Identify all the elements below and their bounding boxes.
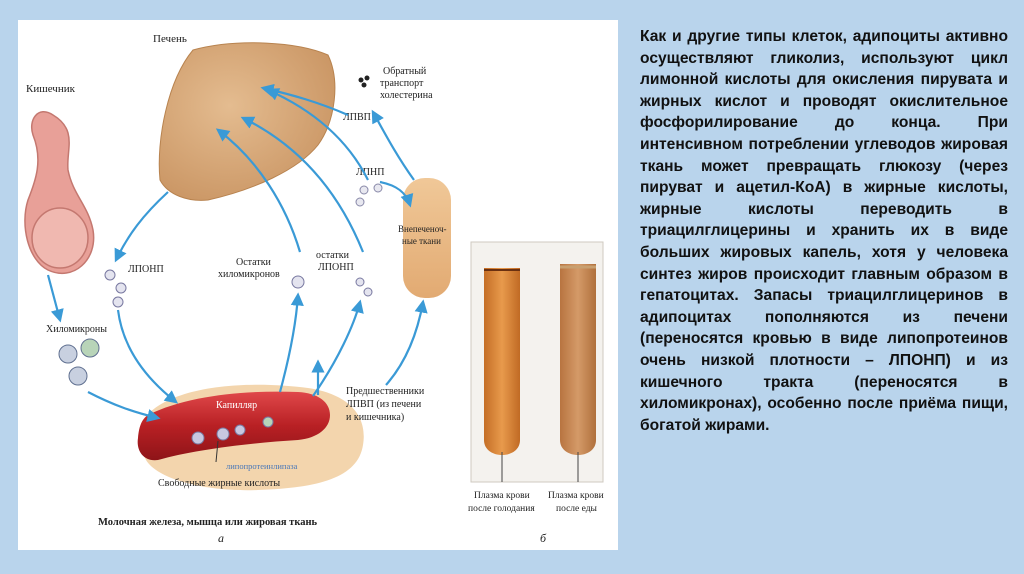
hdl-precursors-label-1: Предшественники [346,386,425,397]
lipase-label: липопротеинлипаза [226,461,298,471]
vldl-particle [104,269,116,281]
panel-b-label: б [540,531,547,545]
tube-fed-caption-2: после еды [556,504,598,514]
ldl-label: ЛПНП [356,167,384,178]
capillary-particle [234,424,246,436]
tube-fasting-caption-1: Плазма крови [474,491,530,501]
reverse-transport-label-2: транспорт [380,78,424,89]
arrow-ldl-to-extrahepatic [379,180,414,208]
reverse-transport-label-3: холестерина [380,90,433,101]
extrahepatic-label-2: ные ткани [402,236,441,246]
remnant-particle [291,275,305,289]
intestine-label: Кишечник [26,83,76,95]
tissue-caption: Молочная железа, мышца или жировая ткань [98,517,318,528]
arrow-intestine-to-chylomicrons [46,274,64,323]
ldl-particle [359,185,369,195]
capillary-particle [216,427,230,441]
arrow-capillary-to-remnants [278,292,304,393]
tube-fasting [484,268,520,455]
chylomicrons-label: Хиломикроны [46,324,107,335]
chylomicron-particle [80,338,100,358]
tube-fed [560,264,596,455]
arrow-hdl-to-liver [260,83,349,117]
arrow-extrahepatic-to-hdl [371,109,415,181]
liver-label: Печень [153,33,187,45]
vldl-particle [112,296,124,308]
reverse-transport-label-1: Обратный [383,66,427,77]
free-fatty-acids-label: Свободные жирные кислоты [158,478,280,489]
ldl-particle [355,197,365,207]
extrahepatic-label-1: Внепеченоч- [398,224,447,234]
ldl-particle [373,183,383,193]
hdl-precursors-label-2: ЛПВП (из печени [346,399,422,410]
description-text: Как и другие типы клеток, адипоциты акти… [640,28,1008,434]
arrow-idl-to-liver [240,116,365,253]
panel-a-label: а [218,531,224,545]
hdl-particle [361,82,367,88]
capillary-particle [191,431,205,445]
arrow-chylomicrons-to-capillary [87,391,161,422]
vldl-particle [115,282,127,294]
liver-shape [158,42,336,201]
figure-panel: Печень Кишечник Обратный транспорт холес… [18,20,618,550]
lipase-pointer [215,440,219,463]
tube-fed-caption-1: Плазма крови [548,491,604,501]
remnants-label-2: хиломикронов [218,269,280,280]
intestine-lumen [31,207,89,269]
hdl-particle [358,77,364,83]
hdl-label: ЛПВП [343,112,371,123]
idl-label-1: остатки [316,250,350,261]
arrow-capillary-to-idl [312,299,364,397]
idl-particle [355,277,365,287]
arrow-remnants-to-liver [215,128,302,253]
capillary-particle [262,416,274,428]
hdl-precursors-label-3: и кишечника) [346,412,404,423]
capillary-label: Капилляр [216,400,257,411]
tube-fasting-caption-2: после голодания [468,504,535,514]
arrow-ldl-to-liver [265,88,369,181]
vldl-label: ЛПОНП [128,264,164,275]
arrow-liver-to-vldl [114,191,169,263]
remnants-label-1: Остатки [236,257,272,268]
chylomicron-particle [58,344,78,364]
idl-label-2: ЛПОНП [318,262,354,273]
arrow-hdl-precursors-to-extrahepatic [385,299,428,386]
hdl-particle [364,75,370,81]
capillary-shape [137,391,330,461]
idl-particle [363,287,373,297]
extrahepatic-tissue [403,178,451,298]
lipoprotein-transport-diagram: Печень Кишечник Обратный транспорт холес… [24,33,604,545]
arrow-vldl-to-capillary [116,309,179,404]
chylomicron-particle [68,366,88,386]
